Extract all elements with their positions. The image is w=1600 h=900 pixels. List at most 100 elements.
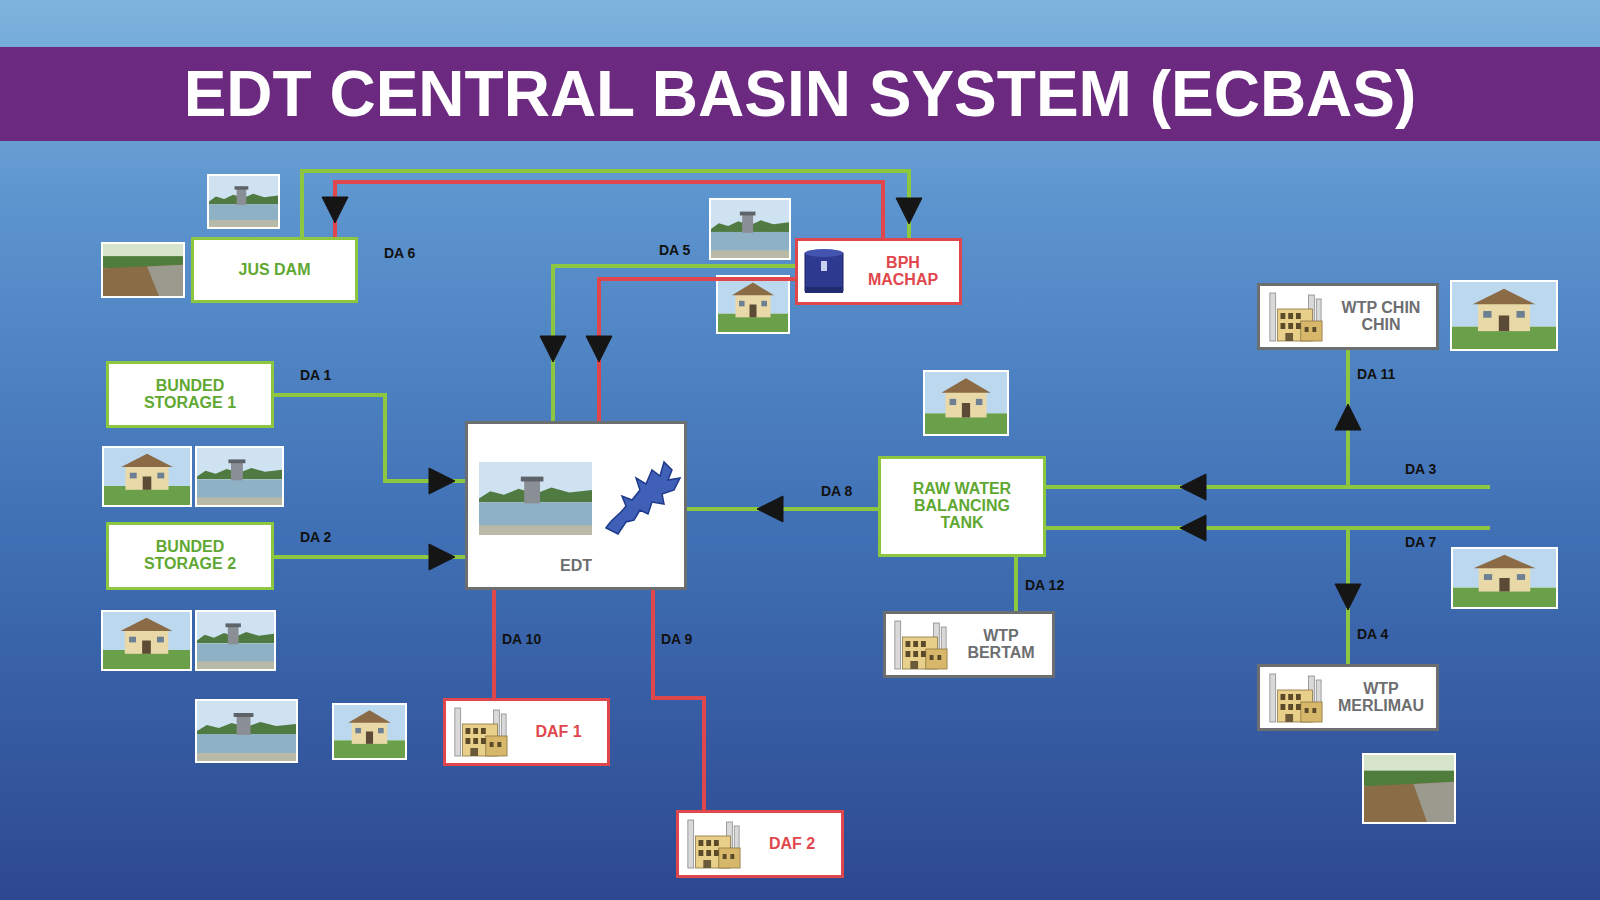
node-icons	[455, 249, 1322, 868]
pipe-label: DA 4	[1357, 627, 1388, 642]
box-fill	[1257, 664, 1439, 731]
box-fill	[465, 421, 687, 590]
arrowhead	[586, 336, 612, 362]
arrowhead	[896, 198, 922, 224]
photo	[1452, 282, 1556, 349]
photo-frame	[716, 275, 790, 334]
process-box: WTP MERLIMAU	[1257, 664, 1439, 731]
node-label: BUNDED STORAGE 2	[135, 539, 245, 573]
arrowhead	[1180, 474, 1206, 500]
photo-frame	[923, 370, 1009, 436]
node-label: BUNDED STORAGE 1	[135, 378, 245, 412]
connectors	[274, 171, 1016, 810]
box-fill	[676, 810, 844, 878]
tank-icon	[805, 249, 843, 293]
photo	[711, 200, 789, 258]
factory-icon	[1270, 293, 1322, 341]
photo-frame	[195, 610, 276, 671]
photo	[103, 612, 190, 669]
photo	[334, 705, 405, 758]
photo-frame	[195, 446, 284, 507]
arrowhead	[1335, 404, 1361, 430]
process-box: DAF 2	[676, 810, 844, 878]
photo-frame	[101, 610, 192, 671]
photo	[197, 701, 296, 761]
inflow-lines	[1046, 350, 1490, 664]
arrowhead	[429, 544, 455, 570]
node-label: RAW WATER BALANCING TANK	[907, 481, 1017, 531]
process-box: WTP BERTAM	[883, 611, 1055, 678]
photo-frame	[709, 198, 791, 260]
pipe-label: DA 11	[1357, 367, 1395, 382]
inflow-arrows	[1180, 404, 1361, 610]
dam-photo	[479, 462, 592, 535]
process-box: BUNDED STORAGE 1	[106, 361, 274, 428]
pipe-line	[1046, 526, 1490, 530]
photo-frame	[1451, 547, 1558, 609]
pipe-connector	[653, 590, 704, 810]
photo-frame	[1362, 753, 1456, 824]
photos	[101, 174, 1558, 868]
arrowhead	[540, 336, 566, 362]
process-box: JUS DAM	[191, 237, 358, 303]
pipe-label: DA 6	[384, 246, 415, 261]
box-fill	[883, 611, 1055, 678]
photo	[103, 244, 183, 296]
photo	[209, 176, 278, 227]
pipe-connector	[553, 266, 795, 421]
arrowhead	[322, 197, 348, 223]
pipe-connector	[599, 279, 795, 421]
photo-frame	[102, 446, 192, 507]
photo-frame	[1450, 280, 1558, 351]
arrowhead	[429, 468, 455, 494]
pipe-connector	[492, 590, 496, 698]
box-fill	[191, 237, 358, 303]
diagram-title: EDT CENTRAL BASIN SYSTEM (ECBAS)	[0, 47, 1600, 141]
photo-frame	[332, 703, 407, 760]
box-fill	[795, 238, 962, 305]
pipe-line	[1046, 485, 1490, 489]
process-box: EDT	[465, 421, 687, 590]
pipe-connector	[274, 395, 465, 481]
pipe-connector	[302, 171, 909, 238]
photo-frame	[101, 242, 185, 298]
node-label: WTP MERLIMAU	[1334, 681, 1429, 715]
arrowhead	[757, 496, 783, 522]
pipe-label: DA 2	[300, 530, 331, 545]
node-label: WTP CHIN CHIN	[1336, 300, 1426, 334]
factory-icon	[455, 708, 507, 756]
photo	[104, 448, 190, 505]
box-fill	[443, 698, 610, 766]
box-fill	[1257, 283, 1439, 350]
pipe-connector	[1014, 557, 1018, 611]
node-label: BPH MACHAP	[863, 255, 943, 289]
box-fill	[106, 522, 274, 590]
pipe-label: DA 10	[502, 632, 541, 647]
pipe-label: DA 5	[659, 243, 690, 258]
photo	[197, 612, 274, 669]
photo	[101, 174, 1558, 824]
process-box: BUNDED STORAGE 2	[106, 522, 274, 590]
arrowhead	[1335, 584, 1361, 610]
photo	[1453, 549, 1556, 607]
pipe-connector	[335, 182, 883, 238]
node-label: EDT	[560, 558, 592, 575]
process-box: DAF 1	[443, 698, 610, 766]
reservoir-map	[606, 462, 680, 534]
pipe-label: DA 8	[821, 484, 852, 499]
pipe-label: DA 12	[1025, 578, 1064, 593]
factory-icon	[688, 820, 740, 868]
node-label: DAF 2	[769, 836, 815, 853]
photo	[197, 448, 282, 505]
factory-icon	[1270, 674, 1322, 722]
factory-icon	[895, 621, 947, 669]
photo-frame	[195, 699, 298, 763]
arrowheads	[322, 197, 922, 570]
title-bar	[0, 47, 1600, 141]
pipe-label: DA 9	[661, 632, 692, 647]
node-label: DAF 1	[535, 724, 581, 741]
box-fill	[878, 456, 1046, 557]
